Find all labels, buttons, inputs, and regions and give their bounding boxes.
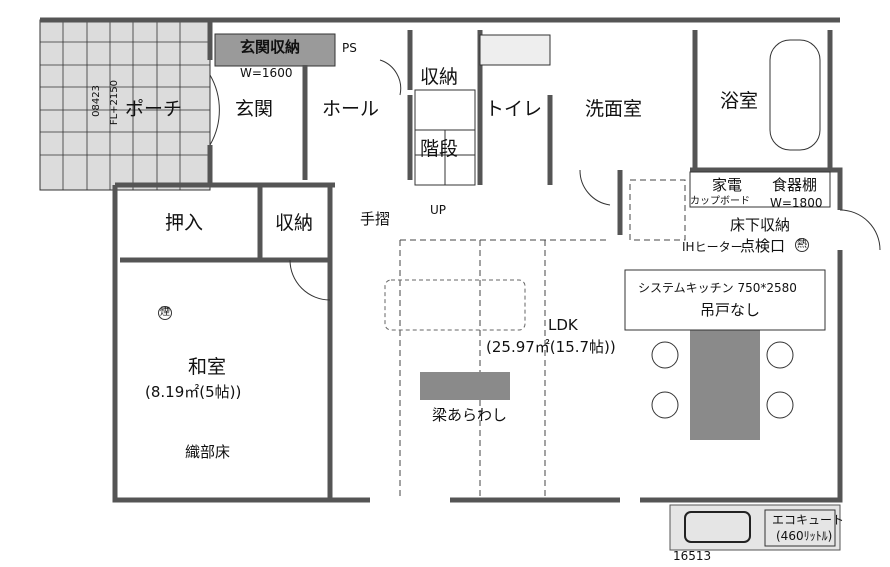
low-table xyxy=(420,372,510,400)
sofa xyxy=(384,279,526,331)
cupboard-label: カップボード xyxy=(690,196,750,207)
chairs xyxy=(651,341,794,419)
cupboard xyxy=(689,171,831,208)
porch-label: ポーチ xyxy=(125,98,183,120)
closet-label: 押入 xyxy=(165,212,204,234)
ih-heater-label: IHヒーター xyxy=(682,240,743,254)
ecocute-tank xyxy=(684,511,751,543)
hall-label: ホール xyxy=(322,98,380,120)
toilet-label: トイレ xyxy=(485,98,543,120)
up-label: UP xyxy=(430,203,447,217)
storage-label: 収納 xyxy=(275,212,314,234)
walls xyxy=(40,17,843,503)
kitchen-counter xyxy=(624,269,826,331)
entrance-storage-label: 玄関収納 xyxy=(240,38,301,56)
dish-shelf-label: 食器棚 xyxy=(772,176,818,194)
hall-storage-label: 収納 xyxy=(420,66,459,88)
dimension-label: 16513 xyxy=(673,549,712,563)
underfloor-storage-label: 床下収納 xyxy=(730,216,791,234)
stairs-drawing xyxy=(414,34,551,186)
bathtub xyxy=(769,39,821,151)
porch-dim-1: 08423 xyxy=(91,85,102,117)
ps-label: PS xyxy=(342,41,357,55)
handrail-label: 手摺 xyxy=(360,210,391,228)
porch-dim-2: FL+2150 xyxy=(109,80,120,126)
entrance-label: 玄関 xyxy=(235,98,274,120)
exposed-beam-label: 梁あらわし xyxy=(432,406,508,424)
no-wall-cabinet-label: 吊戸なし xyxy=(700,301,761,319)
beam-lines xyxy=(399,179,686,500)
ecocute-label: エコキュート xyxy=(772,513,845,527)
appliance-label: 家電 xyxy=(712,176,743,194)
smoke-detector-symbol: 煙 xyxy=(158,306,172,320)
bathroom-label: 浴室 xyxy=(720,90,759,112)
ldk-area: (25.97㎡(15.7帖)) xyxy=(486,338,616,356)
ecocute-capacity: (460ﾘｯﾄﾙ) xyxy=(776,529,833,543)
dining-table xyxy=(690,330,760,440)
stairs-label: 階段 xyxy=(420,138,459,160)
washroom-label: 洗面室 xyxy=(585,98,643,120)
porch-tiles xyxy=(39,19,211,191)
entrance-storage-width: W=1600 xyxy=(240,66,293,80)
doors xyxy=(209,59,881,301)
entrance-storage-box xyxy=(214,33,336,67)
system-kitchen-label: システムキッチン 750*2580 xyxy=(638,281,797,295)
washitsu-area: (8.19㎡(5帖)) xyxy=(145,383,242,401)
washitsu-label: 和室 xyxy=(188,356,227,378)
heat-symbol: 熱 xyxy=(795,238,809,252)
oribe-floor-label: 織部床 xyxy=(185,443,231,461)
dish-shelf-width: W=1800 xyxy=(770,196,823,210)
inspection-hatch-label: 点検口 xyxy=(740,237,786,255)
ldk-label: LDK xyxy=(548,316,578,334)
